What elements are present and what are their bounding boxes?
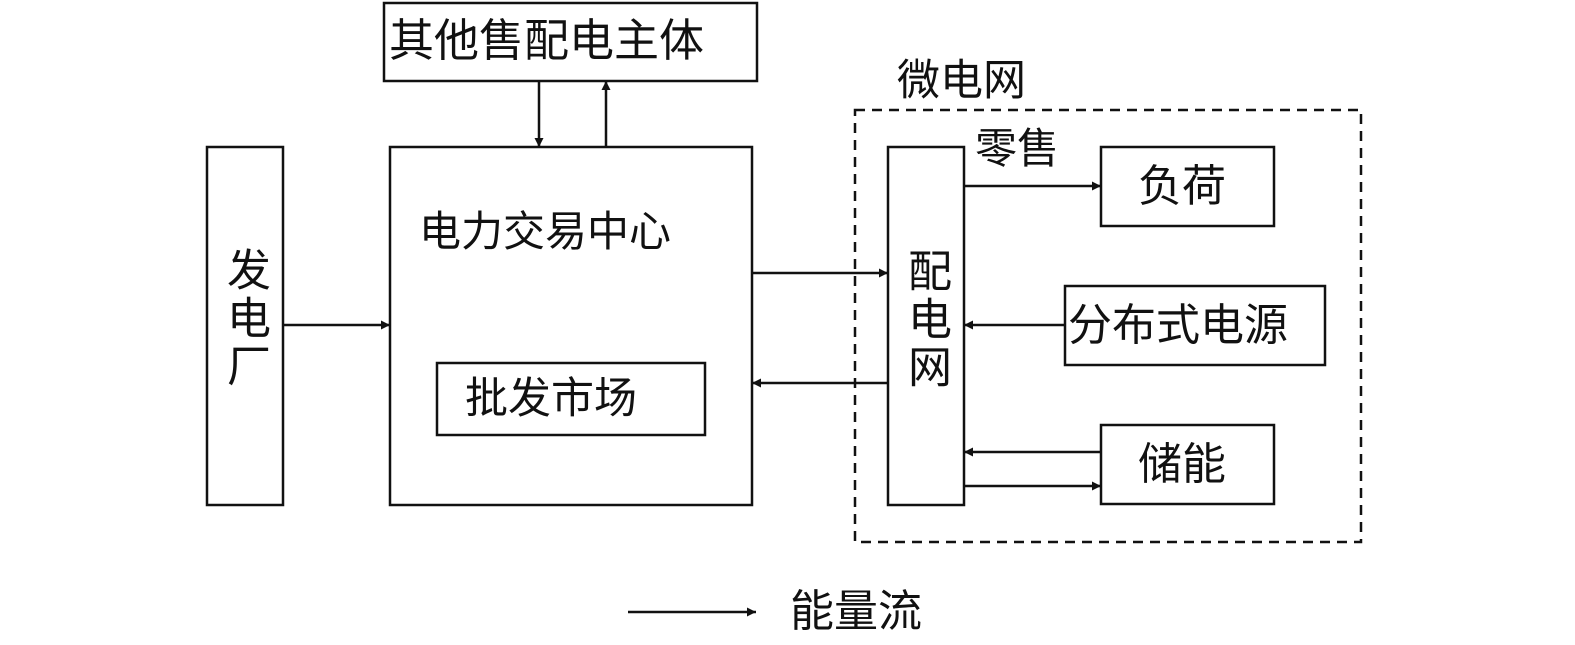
retail-label: 零售 <box>975 124 1060 173</box>
other-entities-label: 其他售配电主体 <box>389 14 705 67</box>
power-plant-label: 发电厂 <box>219 247 270 391</box>
wholesale-market-label: 批发市场 <box>465 374 637 424</box>
storage-label: 储能 <box>1138 439 1226 490</box>
microgrid-boundary <box>853 108 1363 544</box>
legend-label: 能量流 <box>790 586 922 637</box>
distributed-generation-label: 分布式电源 <box>1068 300 1288 351</box>
trading-center-box <box>388 145 754 507</box>
wholesale-market-box <box>435 361 707 437</box>
other-entities-box <box>382 1 759 83</box>
microgrid-label: 微电网 <box>897 56 1026 106</box>
trading-center-label: 电力交易中心 <box>419 207 672 256</box>
distribution-grid-label: 配电网 <box>900 248 951 392</box>
storage-box <box>1099 423 1276 506</box>
load-label: 负荷 <box>1138 161 1226 212</box>
